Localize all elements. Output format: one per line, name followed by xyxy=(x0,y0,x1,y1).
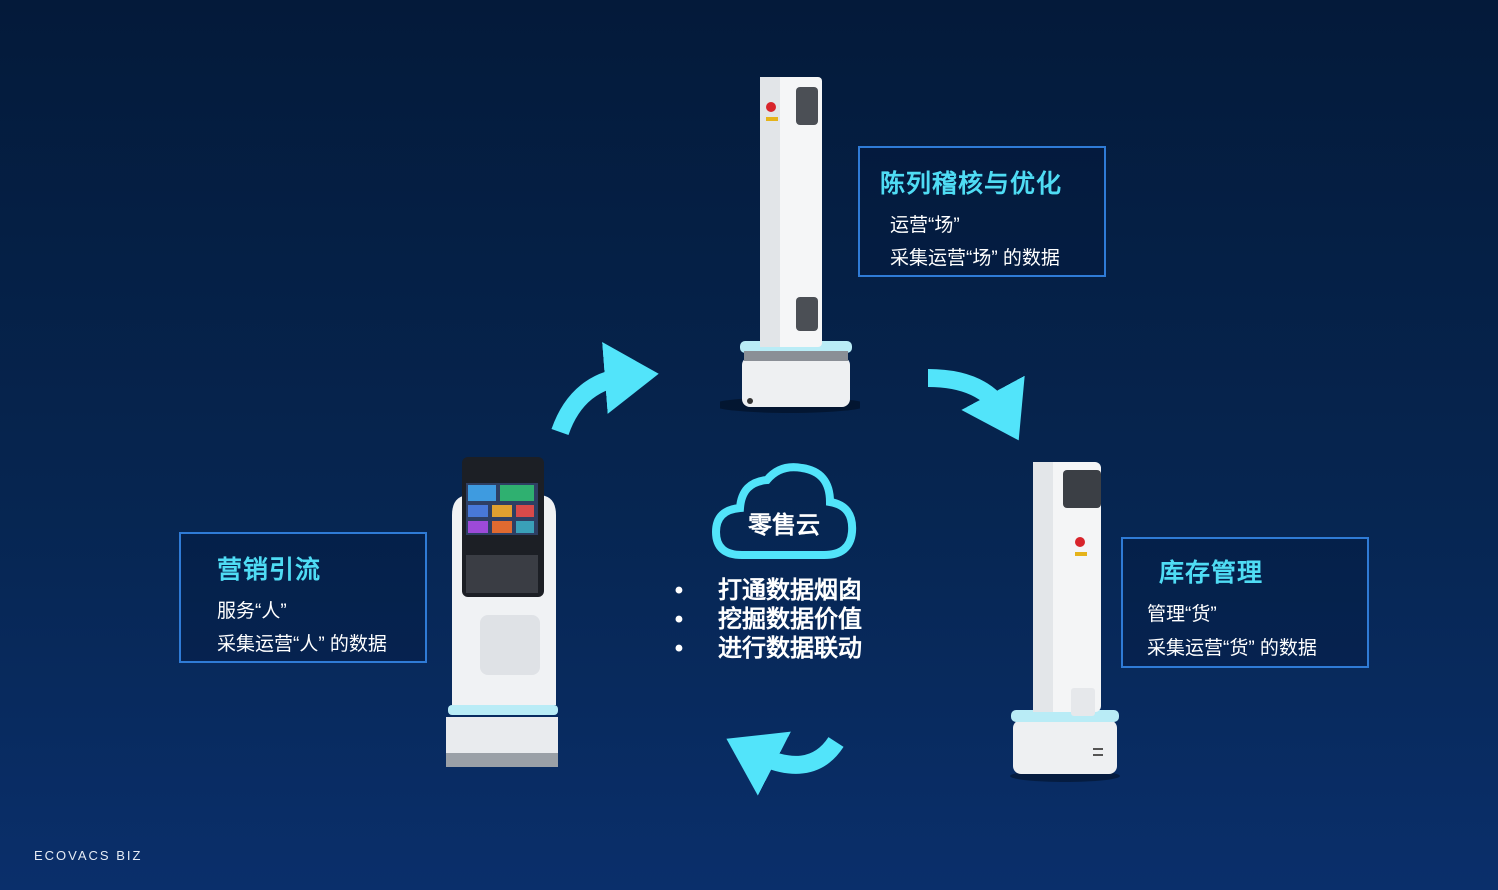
arrow-top-right-icon xyxy=(927,369,1025,441)
right-robot-image xyxy=(1005,458,1130,783)
cloud-icon xyxy=(712,463,857,559)
marketing-box: 营销引流 服务“人” 采集运营“人” 的数据 xyxy=(179,532,427,663)
arrow-top-left-icon xyxy=(551,342,659,436)
box-line: 采集运营“货” 的数据 xyxy=(1147,638,1317,659)
left-robot-image xyxy=(440,455,570,775)
box-line: 采集运营“场” 的数据 xyxy=(890,248,1060,269)
ecovacs-logo: ECOVACS BIZ xyxy=(34,848,142,863)
box-line: 管理“货” xyxy=(1147,604,1217,625)
cloud-label: 零售云 xyxy=(748,512,820,539)
bullet-text: 打通数据烟囱 xyxy=(718,577,862,604)
box-title: 陈列稽核与优化 xyxy=(880,170,1063,198)
box-line: 运营“场” xyxy=(890,215,960,236)
inventory-box: 库存管理 管理“货” 采集运营“货” 的数据 xyxy=(1121,537,1369,668)
arrow-bottom-icon xyxy=(726,731,844,796)
bullet-text: 挖掘数据价值 xyxy=(718,606,862,633)
box-title: 营销引流 xyxy=(217,556,322,584)
bullet-text: 进行数据联动 xyxy=(718,635,862,662)
logo-text: ECOVACS BIZ xyxy=(34,848,143,863)
bullet-dot: • xyxy=(674,577,684,604)
top-robot-image xyxy=(712,75,868,415)
box-title: 库存管理 xyxy=(1159,559,1264,587)
display-audit-box: 陈列稽核与优化 运营“场” 采集运营“场” 的数据 xyxy=(858,146,1106,277)
bullet-dot: • xyxy=(674,606,684,633)
bullet-dot: • xyxy=(674,635,684,662)
box-line: 采集运营“人” 的数据 xyxy=(217,634,387,655)
box-line: 服务“人” xyxy=(217,601,287,622)
